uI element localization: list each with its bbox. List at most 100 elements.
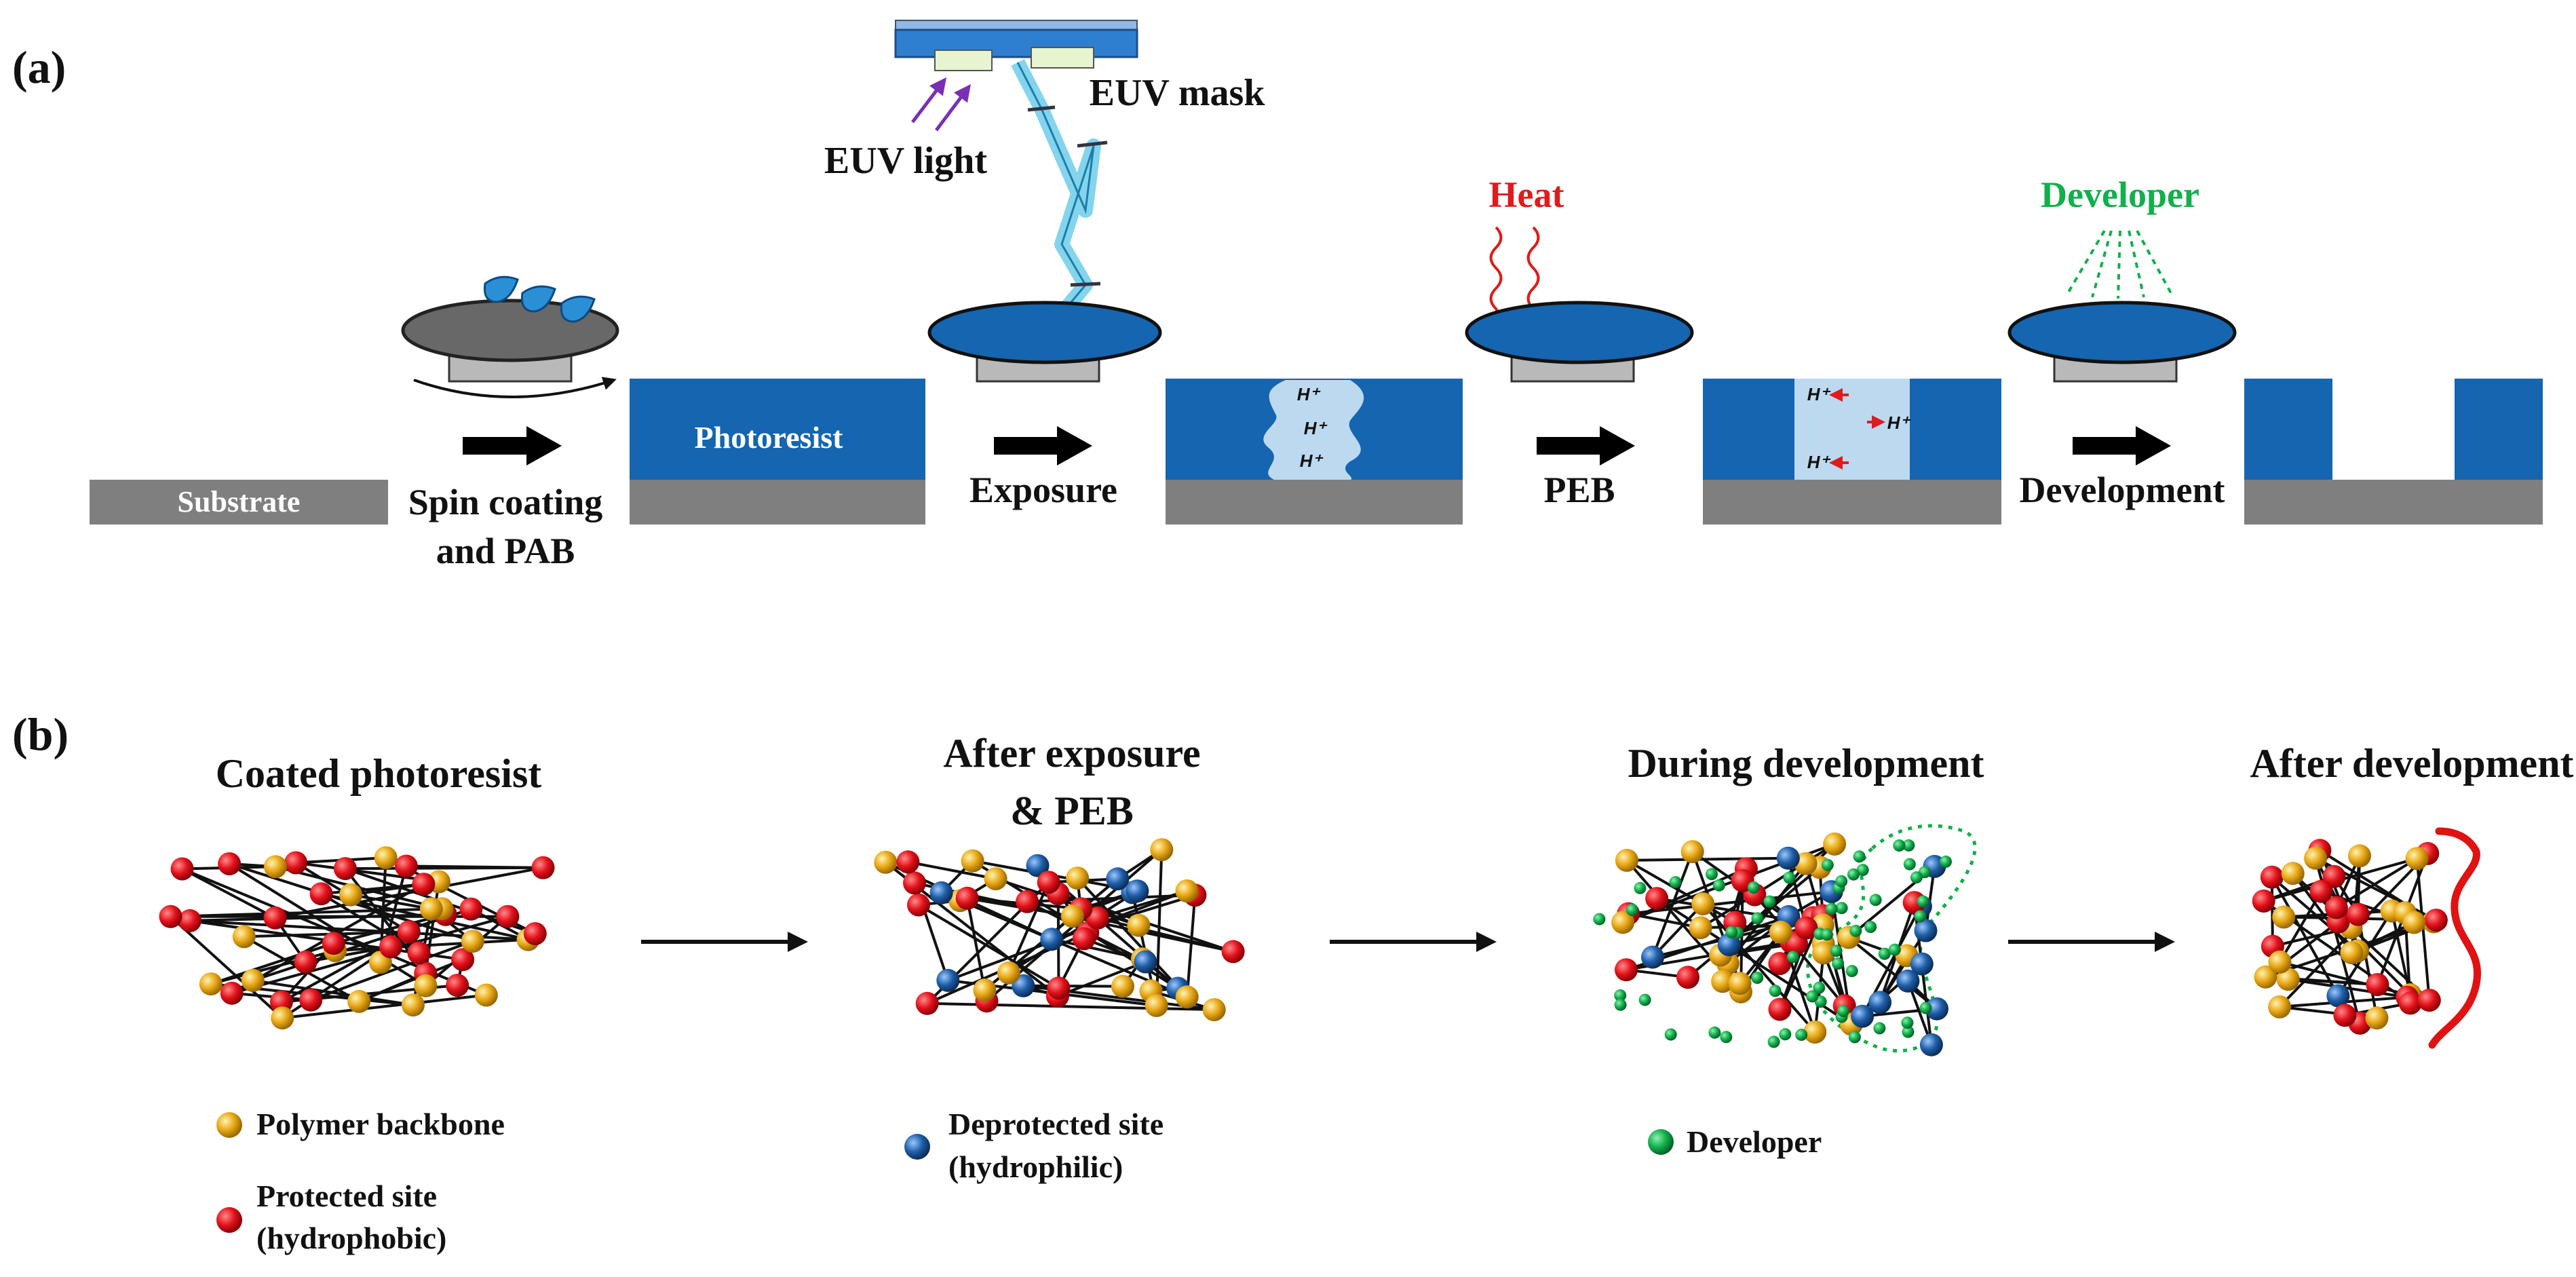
coated-wafer (1467, 303, 1692, 362)
backbone-atom (2402, 911, 2425, 934)
backbone-atom (414, 974, 437, 997)
euv-mask-plate (896, 20, 1137, 30)
legend-deprotected-label: Deprotected site (948, 1107, 1164, 1141)
backbone-atom (347, 990, 370, 1013)
deprotected-site (2326, 985, 2349, 1008)
developer-molecule (1849, 1031, 1861, 1044)
photoresist-label: Photoresist (695, 420, 844, 455)
backbone-atom (1689, 916, 1712, 939)
rotation-arrow (414, 380, 614, 397)
backbone-atom (1615, 849, 1638, 872)
protected-site (310, 882, 333, 905)
euv-light-arrow (936, 87, 969, 130)
developer-molecule (1853, 850, 1866, 862)
developer-molecule (1626, 904, 1638, 916)
deprotected-site (1134, 951, 1157, 974)
backbone-atom (264, 855, 287, 878)
panel-a-label: (a) (12, 41, 66, 93)
backbone-atom (2272, 906, 2295, 929)
protected-site (2418, 989, 2441, 1012)
development-label: Development (2020, 470, 2225, 510)
bond (1627, 858, 1788, 860)
backbone-atom (984, 867, 1007, 890)
developer-molecule (1917, 896, 1929, 908)
developer-molecule (1847, 869, 1860, 881)
euv-light-arrow (912, 80, 944, 122)
legend-backbone-swatch (216, 1112, 242, 1138)
backbone-atom (420, 898, 443, 921)
developer-molecule (1779, 1028, 1791, 1040)
developer-molecule (1713, 879, 1725, 892)
backbone-atom (339, 883, 362, 907)
developer-molecule (1639, 994, 1651, 1006)
proton-label: H⁺ (1887, 413, 1911, 433)
backbone-atom (1203, 998, 1226, 1021)
protected-site (284, 852, 307, 875)
stage1-title: Coated photoresist (216, 751, 542, 796)
developer-molecule (1822, 859, 1834, 871)
backbone-atom (1681, 840, 1704, 863)
spin-coating-label: Spin coating (408, 482, 603, 522)
protected-site (896, 850, 919, 873)
developer-spray (2118, 231, 2120, 299)
backbone-atom (475, 984, 498, 1007)
protected-site (1037, 871, 1060, 894)
euv-mirror (1071, 284, 1100, 285)
coated-wafer (929, 303, 1160, 362)
peb-label: PEB (1543, 470, 1615, 510)
process-arrow-head (2136, 426, 2171, 465)
developer-molecule (1708, 1027, 1720, 1039)
resist-line (2455, 379, 2543, 482)
deprotected-site (1040, 928, 1063, 951)
developer-molecule (1873, 1022, 1885, 1034)
protected-site (907, 894, 930, 917)
backbone-atom (271, 1006, 294, 1029)
developer-molecule (1783, 872, 1795, 884)
developer-molecule (1634, 882, 1646, 894)
deprotected-site (1641, 946, 1664, 969)
development-stage: Developer (2010, 174, 2235, 381)
stage2-title: & PEB (1010, 788, 1134, 833)
backbone-atom (233, 925, 256, 948)
developer-molecule (1752, 912, 1764, 924)
backbone-atom (1176, 985, 1199, 1008)
backbone-atom (2366, 1006, 2389, 1029)
protected-site (2261, 866, 2284, 889)
protected-site (395, 855, 418, 878)
step-developed (2244, 379, 2543, 525)
protected-site (398, 920, 421, 943)
developer-molecule (1901, 1016, 1913, 1029)
deprotected-site (1777, 847, 1800, 870)
protected-site (379, 935, 402, 958)
deprotected-site (1920, 1033, 1943, 1056)
proton-label: H⁺ (1300, 451, 1324, 471)
stage4-title: After development (2250, 741, 2573, 786)
protected-site (412, 873, 435, 896)
developer-label: Developer (2041, 174, 2199, 215)
protected-site (496, 905, 519, 928)
euv-exposure-tool: EUV light EUV mask (824, 20, 1265, 326)
protected-site (2252, 890, 2275, 913)
protected-site (2425, 909, 2448, 932)
protected-site (322, 932, 345, 955)
backbone-atom (461, 930, 484, 953)
substrate-bar (630, 480, 925, 525)
backbone-atom (997, 961, 1020, 985)
backbone-atom (374, 846, 398, 869)
proton-label: H⁺ (1807, 452, 1831, 472)
developer-molecule (1763, 896, 1775, 908)
developer-molecule (1830, 945, 1843, 957)
deprotected-site (1910, 953, 1934, 976)
protected-site (1047, 976, 1071, 999)
developer-molecule (1832, 957, 1844, 970)
backbone-atom (1145, 994, 1168, 1017)
developer-molecule (1725, 926, 1737, 938)
developer-spray (2068, 231, 2104, 293)
developer-molecule (1864, 921, 1877, 933)
substrate-label: Substrate (178, 485, 301, 518)
backbone-atom (1803, 1021, 1826, 1044)
deprotected-site (1915, 919, 1938, 942)
deprotected-site (936, 969, 959, 992)
backbone-atom (1729, 972, 1752, 995)
